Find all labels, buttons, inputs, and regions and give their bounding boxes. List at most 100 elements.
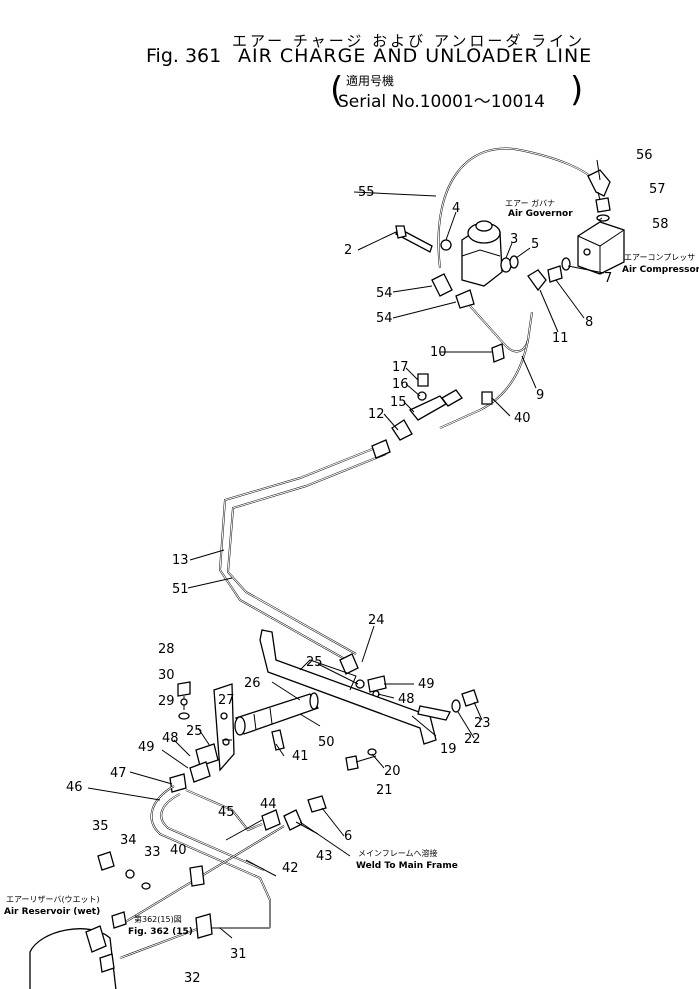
elbow-44 — [261, 809, 281, 831]
page-title: AIR CHARGE AND UNLOADER LINE — [238, 45, 593, 67]
weld-jp-label: メインフレームへ溶接 — [358, 848, 438, 858]
washer-30 — [180, 698, 188, 706]
fitting-49b — [189, 761, 211, 783]
washer-34 — [125, 869, 135, 879]
elbow-56 — [587, 169, 611, 197]
part-number: 11 — [552, 331, 569, 346]
fitting-3 — [500, 257, 512, 273]
washer-33 — [141, 882, 151, 890]
air-compressor-label: Air Compressor — [622, 265, 699, 275]
part-number: 21 — [376, 783, 393, 798]
part-number: 56 — [636, 148, 653, 163]
part-number: 54 — [376, 286, 393, 301]
fitting-57 — [595, 197, 611, 213]
part-number: 40 — [170, 843, 187, 858]
fitting-6 — [307, 795, 327, 813]
part-number: 25 — [186, 724, 203, 739]
part-number: 9 — [536, 388, 544, 403]
part-number: 29 — [158, 694, 175, 709]
part-number: 51 — [172, 582, 189, 597]
clip-10 — [491, 343, 505, 363]
part-number: 35 — [92, 819, 109, 834]
serial-range: Serial No.10001～10014 — [338, 92, 545, 112]
bolt-17 — [417, 373, 429, 387]
part-number: 15 — [390, 395, 407, 410]
part-number: 47 — [110, 766, 127, 781]
part-number: 28 — [158, 642, 175, 657]
washer-20 — [367, 748, 377, 756]
part-number: 10 — [430, 345, 447, 360]
part-number: 44 — [260, 797, 277, 812]
part-number: 32 — [184, 971, 201, 986]
part-number: 58 — [652, 217, 669, 232]
part-number: 12 — [368, 407, 385, 422]
part-number: 40 — [514, 411, 531, 426]
part-number: 30 — [158, 668, 175, 683]
air-governor-jp-label: エアー ガバナ — [505, 198, 555, 208]
elbow-54b — [455, 289, 475, 309]
fig-ref-jp-label: 第362(15)図 — [134, 914, 182, 924]
fitting-8 — [547, 265, 563, 283]
fitting-5 — [509, 255, 519, 269]
washer-16 — [417, 391, 427, 401]
part-number: 8 — [585, 315, 593, 330]
part-numbers: 56 55 57 58 4 2 3 5 54 54 7 8 11 10 9 17… — [66, 148, 669, 986]
bolt-28 — [177, 681, 191, 697]
part-number: 27 — [218, 693, 235, 708]
part-number: 2 — [344, 243, 352, 258]
part-number: 7 — [604, 271, 612, 286]
tube-51 — [226, 453, 387, 655]
part-number: 57 — [649, 182, 666, 197]
part-number: 48 — [162, 731, 179, 746]
part-number: 6 — [344, 829, 352, 844]
fitting-43 — [283, 809, 303, 831]
elbow-54a — [431, 273, 453, 297]
fig-ref-label: Fig. 362 (15) — [128, 927, 193, 937]
weld-label: Weld To Main Frame — [356, 861, 458, 871]
part-number: 3 — [510, 232, 518, 247]
part-number: 31 — [230, 947, 247, 962]
part-number: 49 — [418, 677, 435, 692]
part-number: 41 — [292, 749, 309, 764]
paren-right: ) — [570, 70, 584, 110]
serial-japanese: 適用号機 — [346, 74, 395, 88]
cylinder-50 — [235, 693, 319, 735]
connector-11 — [527, 269, 547, 292]
part-number: 16 — [392, 377, 409, 392]
part-number: 42 — [282, 861, 299, 876]
nut-25 — [355, 679, 365, 689]
clamp-40-lower — [189, 865, 205, 887]
title-japanese: エアー チャージ および アンローダ ライン — [232, 32, 586, 50]
leader-lines — [87, 159, 605, 939]
washer-58 — [596, 214, 610, 222]
part-number: 34 — [120, 833, 137, 848]
part-number: 17 — [392, 360, 409, 375]
part-number: 45 — [218, 805, 235, 820]
part-number: 24 — [368, 613, 385, 628]
valve-25 — [195, 743, 219, 767]
fitting-12 — [391, 419, 413, 441]
air-compressor — [577, 221, 625, 275]
part-number: 5 — [531, 237, 539, 252]
fitting-24 — [339, 653, 359, 675]
fitting-4 — [440, 239, 452, 251]
bracket-27 — [213, 683, 235, 772]
part-number: 25 — [306, 655, 323, 670]
fitting-47 — [169, 773, 187, 793]
part-number: 43 — [316, 849, 333, 864]
part-number: 50 — [318, 735, 335, 750]
clamp-32 — [195, 913, 213, 939]
part-number: 23 — [474, 716, 491, 731]
reservoir-label: Air Reservoir (wet) — [4, 907, 100, 917]
clamp-40-upper — [481, 391, 493, 405]
figure-number: Fig. 361 — [146, 45, 222, 67]
bracket-19 — [259, 629, 437, 745]
part-number: 22 — [464, 732, 481, 747]
part-number: 13 — [172, 553, 189, 568]
bolt-21 — [345, 755, 359, 771]
air-governor-label: Air Governor — [508, 209, 573, 219]
reservoir-jp-label: エアーリザーバ(ウエット) — [6, 895, 100, 904]
nut-23 — [461, 689, 479, 707]
part-number: 26 — [244, 676, 261, 691]
